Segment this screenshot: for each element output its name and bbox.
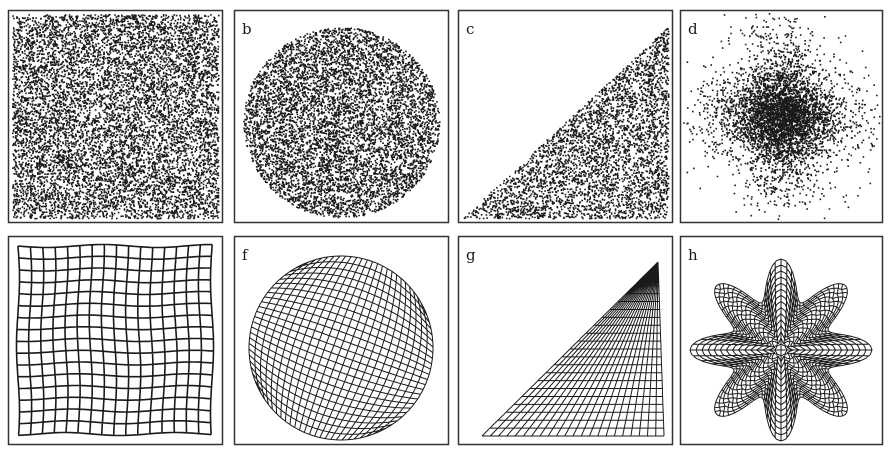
panel-f-mesh [248, 255, 434, 441]
panel-a [7, 9, 224, 224]
panel-g-label: g [466, 246, 476, 264]
panel-h-label: h [688, 246, 698, 264]
panel-f: f [233, 235, 450, 446]
panel-g: g [457, 235, 674, 446]
panel-b: b [233, 9, 450, 224]
panel-b-dots [243, 27, 441, 219]
panel-e-mesh [15, 243, 215, 437]
panel-d-label: d [688, 20, 698, 38]
panel-d: d [679, 9, 884, 224]
panel-f-label: f [242, 246, 249, 264]
panel-b-label: b [242, 20, 252, 38]
panel-g-mesh [481, 261, 665, 437]
panel-g-frame [457, 235, 674, 446]
panel-d-dots [683, 13, 881, 220]
panel-e [7, 235, 224, 446]
panel-a-dots [12, 14, 220, 220]
panel-c: c [457, 9, 674, 224]
panel-c-label: c [466, 20, 474, 38]
panel-h: h [679, 235, 884, 446]
panel-h-mesh [689, 258, 873, 442]
panel-c-dots [463, 27, 670, 220]
